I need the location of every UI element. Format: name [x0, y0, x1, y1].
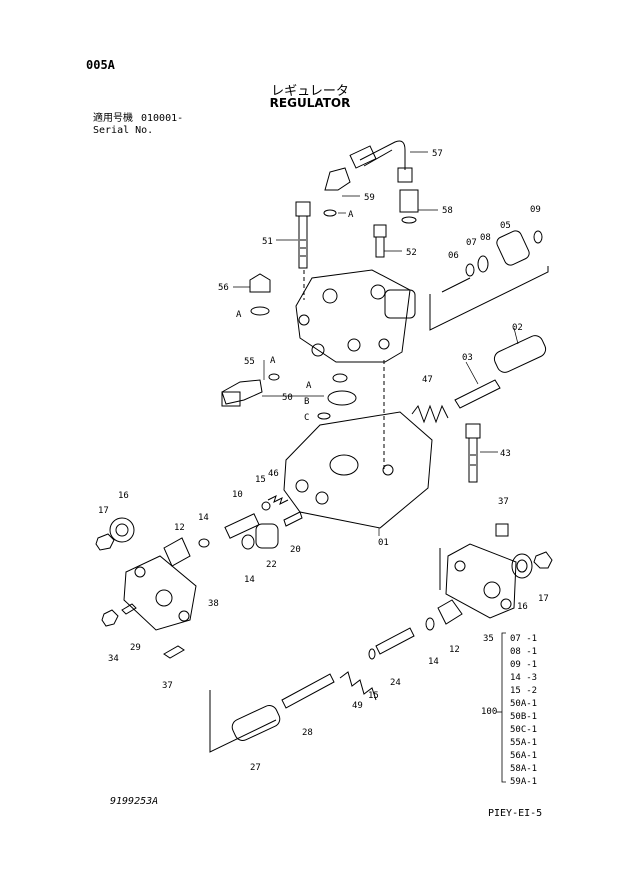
callout-label: 17 — [98, 506, 109, 516]
callout-label: C — [304, 413, 309, 423]
callout-label: 01 — [378, 538, 389, 548]
drawing-number: 9199253A — [110, 796, 159, 807]
serial-value: 010001- — [141, 113, 184, 124]
kit-item: 14 -3 — [510, 673, 538, 683]
kit-item: 07 -1 — [510, 634, 538, 644]
callout-label: 20 — [290, 545, 301, 555]
serial-label-jp: 適用号機 — [93, 113, 133, 124]
page-code: 005A — [86, 58, 115, 72]
callout-label: 57 — [432, 149, 443, 159]
left-flange — [123, 555, 197, 631]
kit-item: 50C-1 — [510, 725, 538, 735]
callout-label: 27 — [250, 763, 261, 773]
callout-label: 07 — [466, 238, 477, 248]
callout-label: 12 — [449, 645, 460, 655]
callout-label: 50 — [282, 393, 293, 403]
kit-item: 50A-1 — [510, 699, 538, 709]
title-japanese: レギュレータ — [271, 84, 349, 99]
callout-label: 05 — [500, 221, 511, 231]
callout-label: 08 — [480, 233, 491, 243]
callout-label: 14 — [244, 575, 255, 585]
upper-housing — [295, 269, 411, 363]
callout-label: 22 — [266, 560, 277, 570]
callout-label: 34 — [108, 654, 119, 664]
callout-label: 09 — [530, 205, 541, 215]
callout-label: 06 — [448, 251, 459, 261]
callout-label: 38 — [208, 599, 219, 609]
callout-label: 29 — [130, 643, 141, 653]
callout-label: 46 — [268, 469, 279, 479]
callout-label: 43 — [500, 449, 511, 459]
callout-label: 37 — [498, 497, 509, 507]
callout-label: 52 — [406, 248, 417, 258]
callout-label: 15 — [255, 475, 266, 485]
kit-item: 55A-1 — [510, 738, 538, 748]
kit-item: 59A-1 — [510, 777, 538, 787]
callout-label: B — [304, 397, 309, 407]
serial-label-en: Serial No. — [93, 125, 154, 136]
callout-label: 56 — [218, 283, 229, 293]
right-flange — [445, 543, 517, 619]
callout-label: 51 — [262, 237, 273, 247]
kit-number: 100 — [481, 707, 498, 717]
callout-label: 55 — [244, 357, 255, 367]
kit-item: 09 -1 — [510, 660, 538, 670]
callout-label: A — [236, 310, 242, 320]
callout-label: 14 — [428, 657, 439, 667]
callout-label: 24 — [390, 678, 401, 688]
callout-label: 15 — [368, 691, 379, 701]
callout-label: 17 — [538, 594, 549, 604]
callout-label: 16 — [118, 491, 129, 501]
callout-label: 03 — [462, 353, 473, 363]
page-reference: PIEY-EI-5 — [488, 808, 543, 819]
kit-item: 58A-1 — [510, 764, 538, 774]
kit-item: 56A-1 — [510, 751, 538, 761]
callout-label: 47 — [422, 375, 433, 385]
pipe-line — [359, 140, 406, 170]
kit-item: 15 -2 — [510, 686, 538, 696]
callout-label: 10 — [232, 490, 243, 500]
kit-item: 08 -1 — [510, 647, 538, 657]
callout-label: A — [348, 210, 354, 220]
callout-label: A — [306, 381, 312, 391]
main-housing — [283, 411, 433, 529]
callout-label: 28 — [302, 728, 313, 738]
callout-label: 58 — [442, 206, 453, 216]
callout-label: 35 — [483, 634, 494, 644]
callout-label: 59 — [364, 193, 375, 203]
callout-label: 14 — [198, 513, 209, 523]
callout-label: 02 — [512, 323, 523, 333]
callout-label: A — [270, 356, 276, 366]
callout-label: 37 — [162, 681, 173, 691]
callout-label: 12 — [174, 523, 185, 533]
kit-item: 50B-1 — [510, 712, 538, 722]
callout-label: 16 — [517, 602, 528, 612]
title-english: REGULATOR — [269, 96, 351, 110]
callout-label: 49 — [352, 701, 363, 711]
kit-list: 07 -1 08 -1 09 -1 14 -3 15 -2 50A-1 50B-… — [510, 633, 537, 789]
